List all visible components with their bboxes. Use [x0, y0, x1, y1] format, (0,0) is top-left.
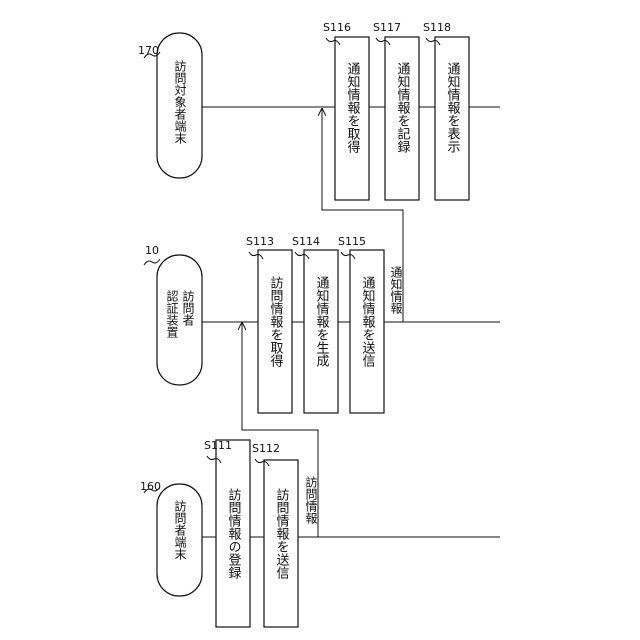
- message-label-visit-info: 訪問情報: [304, 475, 318, 525]
- step-label-S111: 訪問情報の登録: [226, 487, 242, 579]
- entity-oval-visitor-auth-device: [157, 255, 202, 385]
- step-label-S114: 通知情報を生成: [314, 276, 330, 368]
- entity-name-visit-target-terminal: 訪問対象者端末: [173, 59, 187, 144]
- step-id-S118: S118: [423, 21, 451, 34]
- step-id-S114: S114: [292, 235, 320, 248]
- message-label-notice-info: 通知情報: [389, 266, 403, 315]
- step-label-S112: 訪問情報を送信: [274, 487, 290, 579]
- entity-ref-visitor-terminal: 160: [140, 480, 161, 493]
- step-id-S113: S113: [246, 235, 274, 248]
- entity-name-visitor-terminal: 訪問者端末: [173, 499, 187, 560]
- entity-ref-visitor-auth-device: 10: [145, 244, 159, 257]
- step-label-S117: 通知情報を記録: [395, 62, 411, 153]
- entity-name-visitor-auth-device-line2: 認証装置: [165, 289, 179, 338]
- step-label-S116: 通知情報を取得: [345, 62, 361, 153]
- step-id-S115: S115: [338, 235, 366, 248]
- step-label-S115: 通知情報を送信: [360, 276, 376, 367]
- step-label-S113: 訪問情報を取得: [268, 275, 284, 367]
- entity-ref-visit-target-terminal: 170: [138, 44, 159, 57]
- step-id-S116: S116: [323, 21, 351, 34]
- entity-ref-leader: [144, 259, 160, 265]
- step-label-S118: 通知情報を表示: [445, 62, 461, 153]
- step-id-S111: S111: [204, 439, 232, 452]
- step-id-S117: S117: [373, 21, 401, 34]
- step-id-S112: S112: [252, 442, 280, 455]
- entity-name-visitor-auth-device-line1: 訪問者: [181, 289, 195, 327]
